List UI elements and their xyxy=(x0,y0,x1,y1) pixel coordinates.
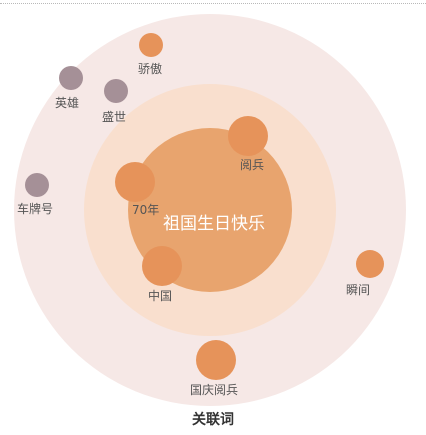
node-label-sheng-shi[interactable]: 盛世 xyxy=(102,110,127,124)
node-dot-che-pai-hao[interactable] xyxy=(25,173,49,197)
node-dot-ying-xiong[interactable] xyxy=(59,66,83,90)
node-label-che-pai-hao[interactable]: 车牌号 xyxy=(17,202,54,216)
node-label-ying-xiong[interactable]: 英雄 xyxy=(55,96,80,110)
node-dot-shun-jian[interactable] xyxy=(356,250,384,278)
top-divider xyxy=(0,3,426,4)
node-dot-zhong-guo[interactable] xyxy=(142,246,182,286)
node-label-70-nian[interactable]: 70年 xyxy=(132,203,160,217)
node-dot-70-nian[interactable] xyxy=(115,162,155,202)
node-dot-yue-bing[interactable] xyxy=(228,116,268,156)
node-label-guo-qing-yue-bing[interactable]: 国庆阅兵 xyxy=(190,383,239,397)
node-label-shun-jian[interactable]: 瞬间 xyxy=(346,283,371,297)
node-label-yue-bing[interactable]: 阅兵 xyxy=(240,158,265,172)
diagram-caption: 关联词 xyxy=(192,412,234,428)
node-label-zhong-guo[interactable]: 中国 xyxy=(148,289,173,303)
center-keyword: 祖国生日快乐 xyxy=(163,214,265,234)
node-dot-guo-qing-yue-bing[interactable] xyxy=(196,340,236,380)
node-dot-jiao-ao[interactable] xyxy=(139,33,163,57)
node-dots xyxy=(25,33,384,380)
node-dot-sheng-shi[interactable] xyxy=(104,79,128,103)
node-label-jiao-ao[interactable]: 骄傲 xyxy=(138,62,163,76)
